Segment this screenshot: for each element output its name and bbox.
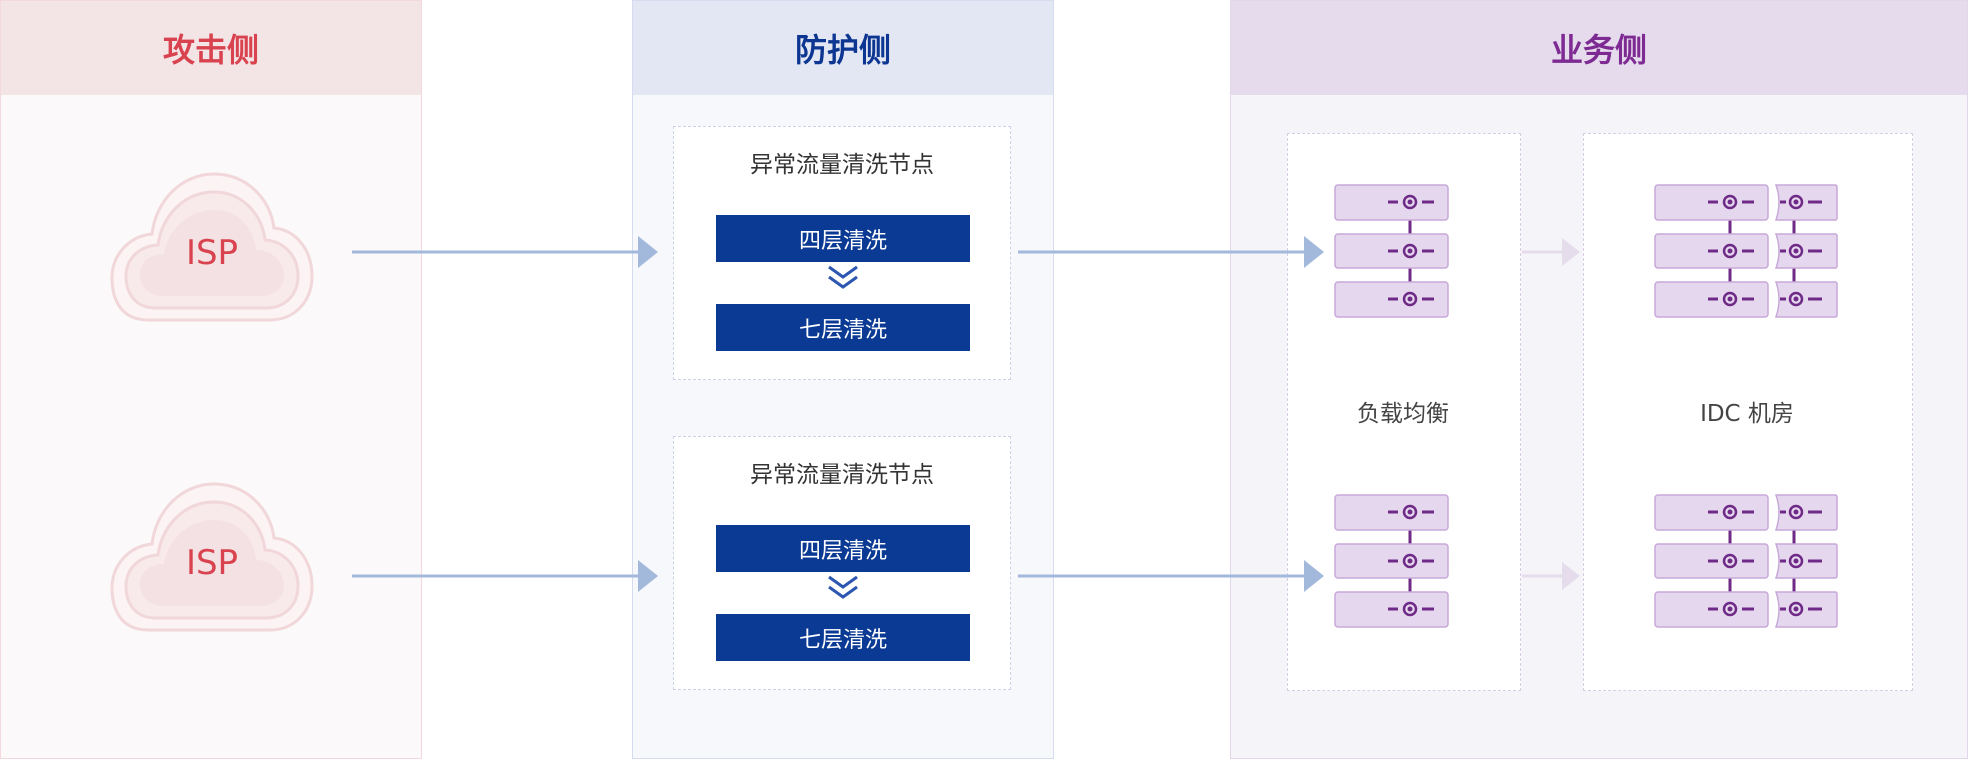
arrow-right-icon bbox=[1018, 560, 1324, 592]
arrow-right-icon bbox=[352, 560, 658, 592]
attack-panel-title: 攻击侧 bbox=[1, 1, 421, 95]
isp-label: ISP bbox=[185, 233, 239, 273]
chevron-down-icon bbox=[828, 575, 858, 599]
l7-scrub-stage: 七层清洗 bbox=[716, 614, 970, 661]
load-balancer-label: 负载均衡 bbox=[1357, 401, 1449, 427]
chevron-down-icon bbox=[828, 265, 858, 289]
cloud-icon bbox=[110, 172, 314, 322]
server-icon bbox=[1334, 494, 1449, 628]
cloud-icon bbox=[110, 482, 314, 632]
business-panel-body bbox=[1231, 95, 1967, 758]
arrow-right-icon bbox=[1018, 236, 1324, 268]
server-cluster-icon bbox=[1654, 494, 1838, 628]
isp-cloud: ISP bbox=[110, 480, 314, 646]
scrub-node-title: 异常流量清洗节点 bbox=[750, 462, 934, 488]
isp-cloud: ISP bbox=[110, 170, 314, 336]
business-panel: 业务侧 bbox=[1230, 0, 1968, 759]
scrub-node: 异常流量清洗节点 四层清洗 七层清洗 bbox=[673, 436, 1011, 690]
l4-scrub-stage: 四层清洗 bbox=[716, 525, 970, 572]
server-icon bbox=[1334, 184, 1449, 318]
scrub-node: 异常流量清洗节点 四层清洗 七层清洗 bbox=[673, 126, 1011, 380]
scrub-node-title: 异常流量清洗节点 bbox=[750, 152, 934, 178]
l4-scrub-stage: 四层清洗 bbox=[716, 215, 970, 262]
business-panel-title: 业务侧 bbox=[1231, 1, 1967, 95]
l7-scrub-stage: 七层清洗 bbox=[716, 304, 970, 351]
server-cluster-icon bbox=[1654, 184, 1838, 318]
idc-label: IDC 机房 bbox=[1700, 401, 1794, 427]
defense-panel-title: 防护侧 bbox=[633, 1, 1053, 95]
arrow-right-icon bbox=[1522, 238, 1580, 266]
arrow-right-icon bbox=[352, 236, 658, 268]
isp-label: ISP bbox=[185, 543, 239, 583]
arrow-right-icon bbox=[1522, 562, 1580, 590]
